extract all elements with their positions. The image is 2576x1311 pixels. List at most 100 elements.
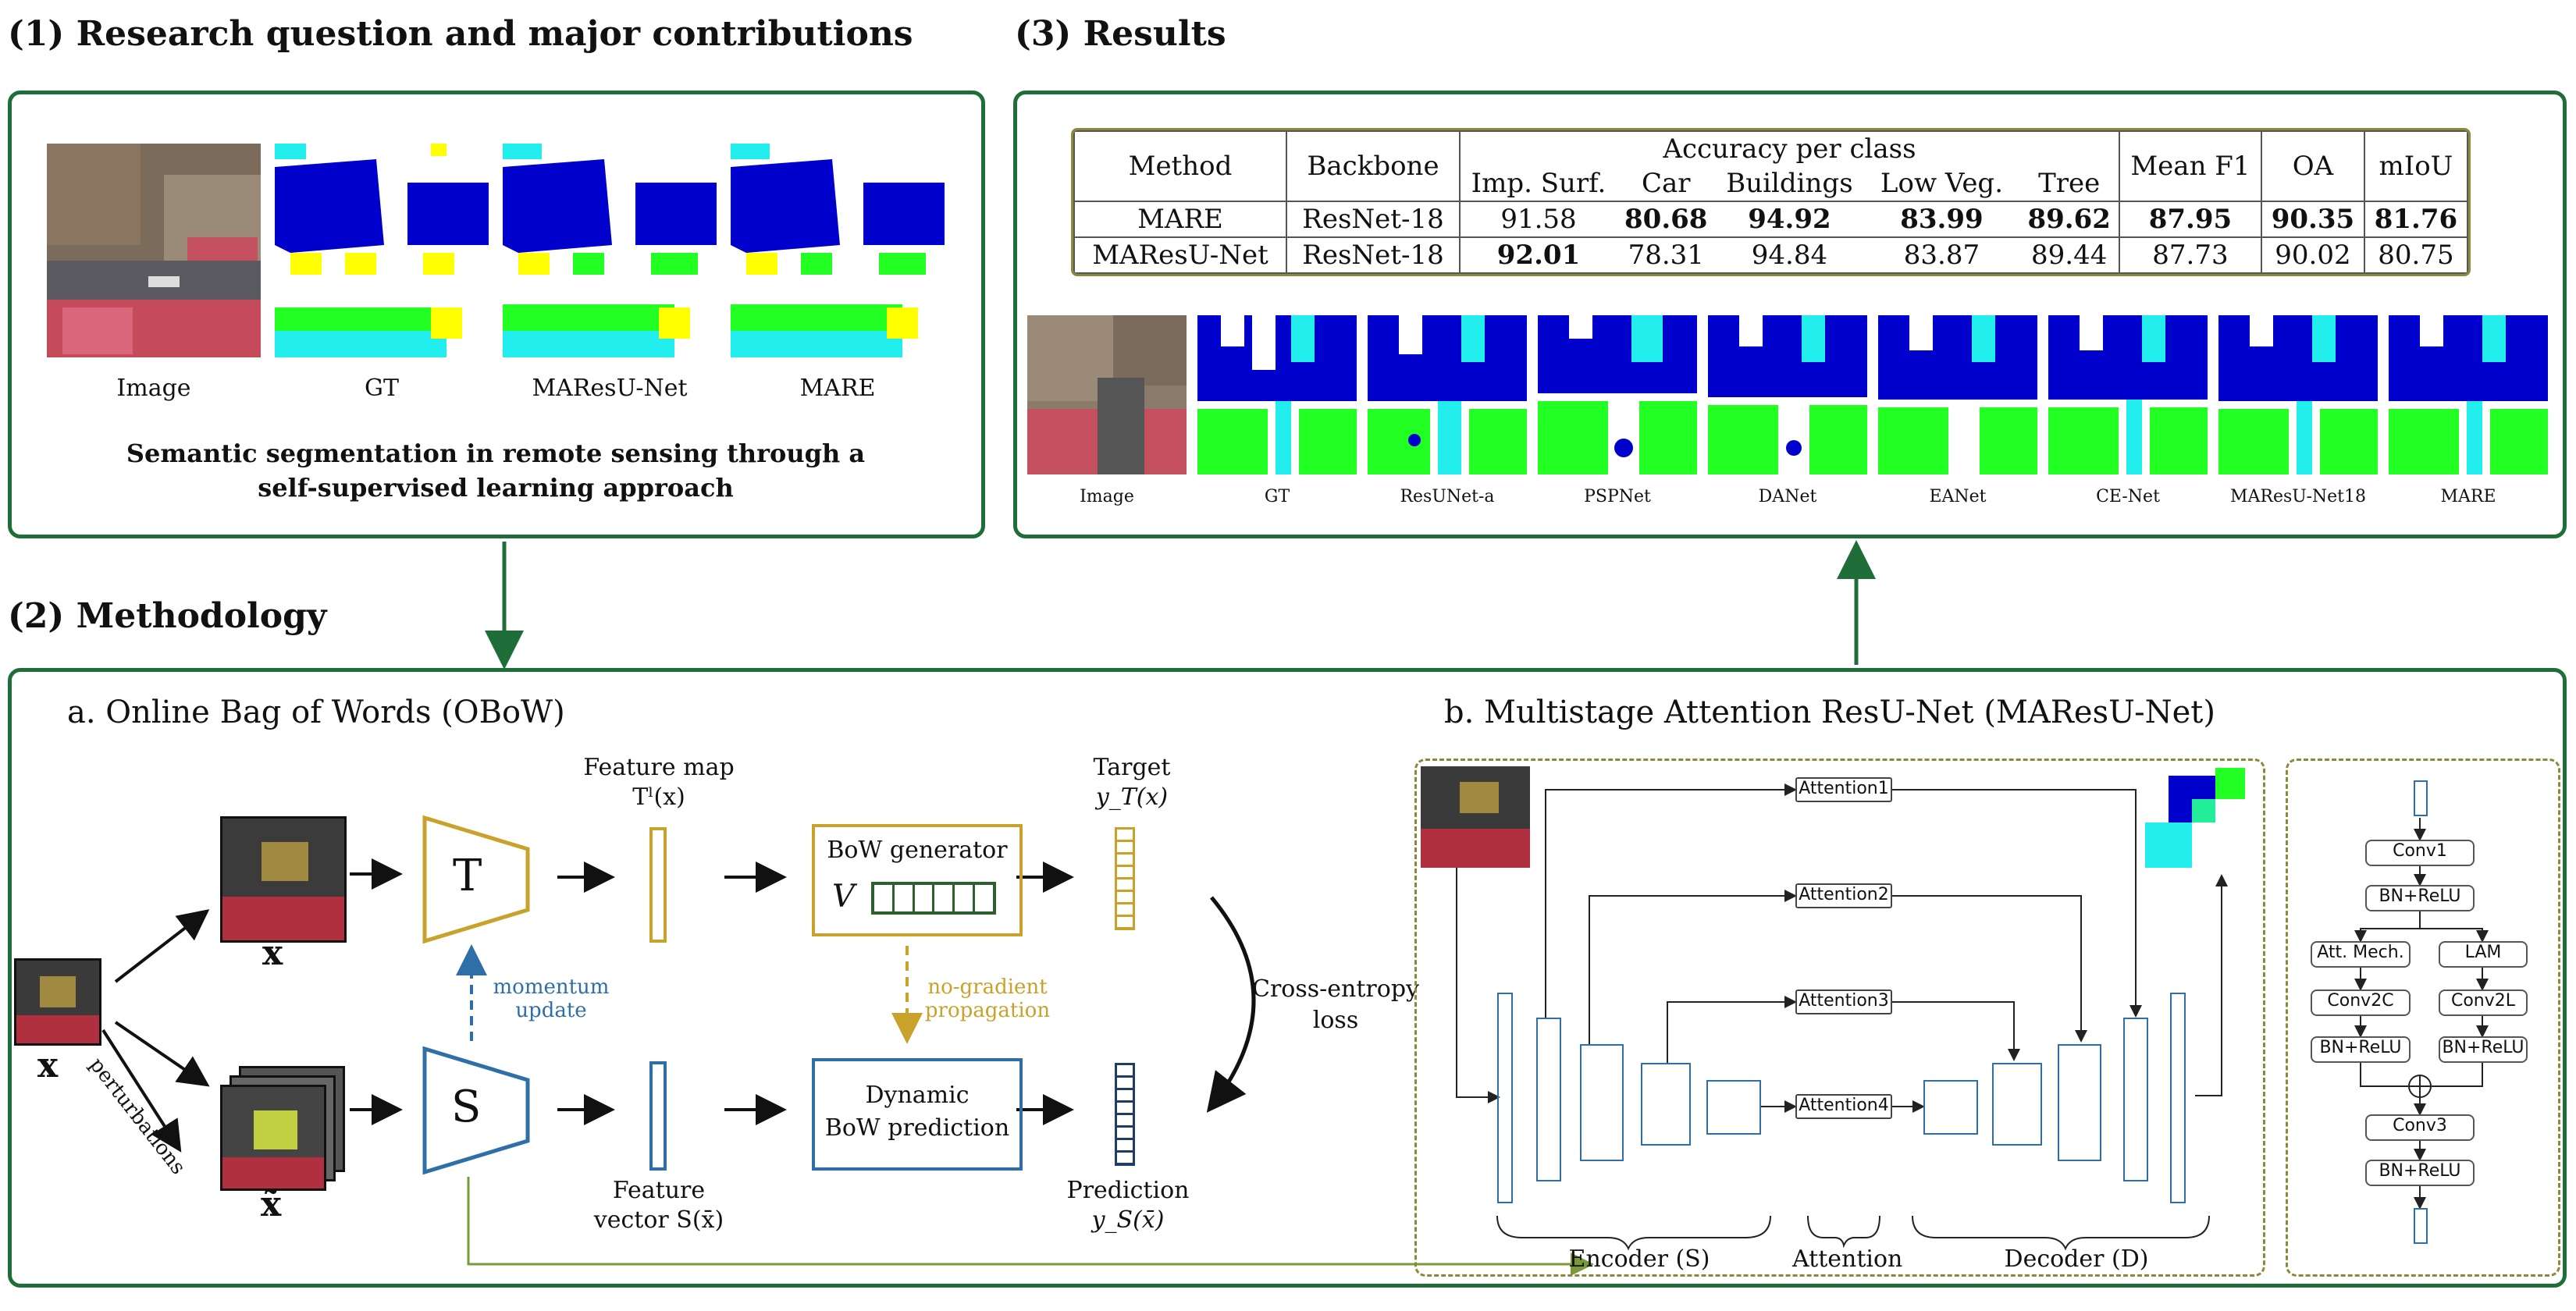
cell-backbone: ResNet-18 bbox=[1286, 201, 1461, 238]
attention3-box: Attention3 bbox=[1795, 989, 1892, 1014]
prediction-label: Prediction bbox=[1066, 1177, 1190, 1204]
th-class-buildings: Buildings bbox=[1715, 166, 1864, 202]
bnrelu2c-block: BN+ReLU bbox=[2311, 1036, 2411, 1063]
cell-val: 90.02 bbox=[2260, 236, 2365, 274]
momentum-line2: update bbox=[515, 999, 587, 1022]
results-thumb-resuneta bbox=[1368, 315, 1527, 474]
th-method: Method bbox=[1073, 130, 1287, 202]
conv3-block: Conv3 bbox=[2365, 1114, 2475, 1141]
cell-method: MARE bbox=[1073, 201, 1287, 238]
maresunet-thumbnail bbox=[503, 144, 717, 357]
feature-vector-label: Feature bbox=[612, 1177, 706, 1204]
cell-val: 87.95 bbox=[2118, 201, 2262, 238]
target-histogram bbox=[1115, 827, 1135, 930]
x-label: x bbox=[37, 1046, 59, 1085]
th-class-car: Car bbox=[1617, 166, 1716, 202]
cell-val: 91.58 bbox=[1459, 201, 1617, 238]
teacher-label: T bbox=[453, 851, 482, 901]
results-panel bbox=[1013, 91, 2567, 538]
decoder-label: Decoder (D) bbox=[2004, 1245, 2149, 1273]
results-thumb-eanet bbox=[1878, 315, 2037, 474]
perturbed-x-image bbox=[220, 1085, 326, 1191]
cell-val: 89.44 bbox=[2019, 236, 2120, 274]
cell-val: 94.84 bbox=[1715, 236, 1864, 274]
nograd-line2: propagation bbox=[924, 999, 1051, 1022]
dynamic-bow-line1: Dynamic bbox=[865, 1082, 970, 1109]
decoder-layer-4 bbox=[2123, 1018, 2148, 1181]
maresunet-architecture-frame bbox=[1414, 759, 2265, 1277]
methodology-panel bbox=[8, 668, 2567, 1288]
th-meanf1: Mean F1 bbox=[2118, 130, 2262, 202]
block-output-bar bbox=[2414, 1208, 2428, 1244]
cell-method: MAResU-Net bbox=[1073, 236, 1287, 274]
th-class-lowveg: Low Veg. bbox=[1863, 166, 2020, 202]
th-backbone: Backbone bbox=[1286, 130, 1461, 202]
contrib-caption-gt: GT bbox=[365, 375, 399, 402]
results-caption: MAResU-Net18 bbox=[2230, 487, 2366, 506]
attention-block-frame bbox=[2286, 759, 2560, 1277]
results-caption: EANet bbox=[1929, 487, 1987, 506]
bow-vocabulary-cells bbox=[871, 882, 996, 915]
augmented-x-image bbox=[220, 816, 347, 943]
results-caption: CE-Net bbox=[2096, 487, 2160, 506]
results-thumb-maresunet18 bbox=[2218, 315, 2378, 474]
feature-map-bar bbox=[649, 827, 667, 943]
cell-backbone: ResNet-18 bbox=[1286, 236, 1461, 274]
no-gradient-label: no-gradient propagation bbox=[913, 975, 1062, 1022]
cell-val: 94.92 bbox=[1715, 201, 1864, 238]
feature-vector-bar bbox=[649, 1061, 667, 1171]
cell-val: 78.31 bbox=[1617, 236, 1716, 274]
contributions-panel bbox=[8, 91, 985, 538]
cell-val: 89.62 bbox=[2019, 201, 2120, 238]
bnrelu2l-block: BN+ReLU bbox=[2439, 1036, 2528, 1063]
results-table: Method Backbone Accuracy per class Mean … bbox=[1073, 130, 2468, 274]
results-caption: DANet bbox=[1758, 487, 1817, 506]
decoder-layer-2 bbox=[1992, 1063, 2042, 1146]
feature-map-symbol: Tˡ(x) bbox=[632, 783, 685, 811]
unet-input-image bbox=[1421, 766, 1530, 868]
section-title-contributions: (1) Research question and major contribu… bbox=[8, 14, 913, 54]
th-class-tree: Tree bbox=[2019, 166, 2120, 202]
gt-thumbnail bbox=[275, 144, 489, 357]
prediction-symbol: y_S(x̄) bbox=[1091, 1206, 1165, 1234]
cell-val: 92.01 bbox=[1459, 236, 1617, 274]
dynamic-bow-line2: BoW prediction bbox=[824, 1114, 1010, 1142]
results-thumb-danet bbox=[1708, 315, 1867, 474]
encoder-layer-4 bbox=[1641, 1063, 1691, 1146]
att-mech-block: Att. Mech. bbox=[2311, 941, 2411, 968]
bow-generator-label: BoW generator bbox=[827, 837, 1008, 864]
decoder-layer-1 bbox=[1923, 1080, 1978, 1135]
cell-val: 81.76 bbox=[2363, 201, 2468, 238]
results-thumb-gt bbox=[1197, 315, 1357, 474]
cell-val: 90.35 bbox=[2260, 201, 2365, 238]
contrib-caption-mare: MARE bbox=[799, 375, 876, 402]
results-caption: MARE bbox=[2440, 487, 2496, 506]
mare-thumbnail bbox=[731, 144, 945, 357]
attention-group-label: Attention bbox=[1792, 1245, 1903, 1273]
cell-val: 83.87 bbox=[1863, 236, 2020, 274]
contrib-caption-image: Image bbox=[116, 375, 191, 402]
contrib-caption-maresunet: MAResU-Net bbox=[532, 375, 688, 402]
conv2l-block: Conv2L bbox=[2439, 989, 2528, 1016]
target-symbol: y_T(x) bbox=[1095, 783, 1169, 811]
bnrelu1-block: BN+ReLU bbox=[2365, 885, 2475, 911]
input-x-image bbox=[14, 958, 101, 1046]
conv1-block: Conv1 bbox=[2365, 840, 2475, 866]
nograd-line1: no-gradient bbox=[927, 975, 1048, 999]
student-encoder-shape bbox=[422, 1046, 530, 1175]
results-table-wrapper: Method Backbone Accuracy per class Mean … bbox=[1071, 128, 2471, 276]
encoder-layer-3 bbox=[1580, 1044, 1624, 1161]
x-tilde-label: x̃ bbox=[261, 1185, 282, 1224]
encoder-layer-1 bbox=[1497, 993, 1513, 1203]
results-thumb-mare bbox=[2389, 315, 2548, 474]
maresunet-title: b. Multistage Attention ResU-Net (MAResU… bbox=[1444, 695, 2215, 730]
results-caption: PSPNet bbox=[1584, 487, 1651, 506]
cell-val: 80.75 bbox=[2363, 236, 2468, 274]
prediction-histogram bbox=[1115, 1063, 1135, 1166]
th-accuracy: Accuracy per class bbox=[1459, 130, 2120, 166]
results-caption: GT bbox=[1264, 487, 1290, 506]
student-label: S bbox=[451, 1082, 482, 1132]
cell-val: 80.68 bbox=[1617, 201, 1716, 238]
bnrelu3-block: BN+ReLU bbox=[2365, 1160, 2475, 1186]
